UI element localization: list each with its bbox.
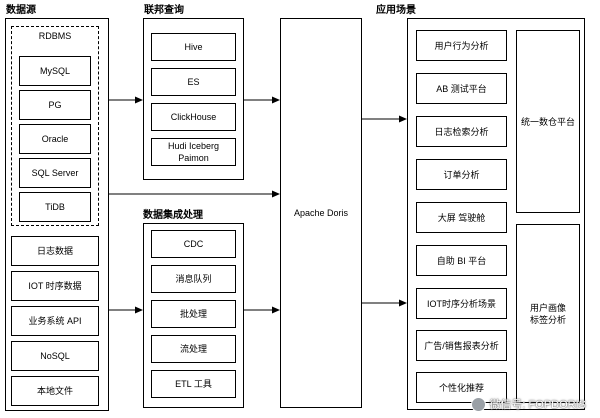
source-sqlserver: SQL Server (19, 158, 91, 188)
sources-title: 数据源 (6, 5, 36, 16)
federated-lakehouse: Hudi Iceberg Paimon (151, 138, 236, 166)
integration-stream: 流处理 (151, 335, 236, 363)
integration-batch: 批处理 (151, 300, 236, 328)
app-recommendation: 个性化推荐 (416, 372, 507, 403)
watermark-text: 微信号: FOPDORIS (489, 399, 586, 411)
integration-etl: ETL 工具 (151, 370, 236, 398)
source-business-api: 业务系统 API (11, 306, 99, 336)
app-iot-analysis: IOT时序分析场景 (416, 288, 507, 319)
app-ad-sales-report: 广告/销售报表分析 (416, 330, 507, 361)
source-log-data: 日志数据 (11, 236, 99, 266)
source-local-files: 本地文件 (11, 376, 99, 406)
platform-unified-warehouse: 统一数仓平台 (516, 30, 580, 213)
apache-doris-engine: Apache Doris (280, 18, 362, 408)
federated-hive: Hive (151, 33, 236, 61)
source-oracle: Oracle (19, 124, 91, 154)
source-nosql: NoSQL (11, 341, 99, 371)
app-user-behavior: 用户行为分析 (416, 30, 507, 61)
applications-title: 应用场景 (376, 5, 416, 16)
integration-message-queue: 消息队列 (151, 265, 236, 293)
federated-es: ES (151, 68, 236, 96)
app-log-search: 日志检索分析 (416, 116, 507, 147)
source-pg: PG (19, 90, 91, 120)
wechat-watermark: 微信号: FOPDORIS (471, 396, 586, 412)
app-order-analysis: 订单分析 (416, 159, 507, 190)
rdbms-title: RDBMS (38, 31, 72, 41)
app-ab-testing: AB 测试平台 (416, 73, 507, 104)
source-tidb: TiDB (19, 192, 91, 222)
integration-cdc: CDC (151, 230, 236, 258)
federated-title: 联邦查询 (144, 5, 184, 16)
rdbms-group (11, 26, 99, 226)
app-self-service-bi: 自助 BI 平台 (416, 245, 507, 276)
wechat-icon (471, 396, 487, 412)
app-dashboard: 大屏 驾驶舱 (416, 202, 507, 233)
federated-clickhouse: ClickHouse (151, 103, 236, 131)
source-iot-data: IOT 时序数据 (11, 271, 99, 301)
platform-user-profile: 用户画像 标签分析 (516, 224, 580, 403)
integration-title: 数据集成处理 (143, 210, 203, 221)
source-mysql: MySQL (19, 56, 91, 86)
